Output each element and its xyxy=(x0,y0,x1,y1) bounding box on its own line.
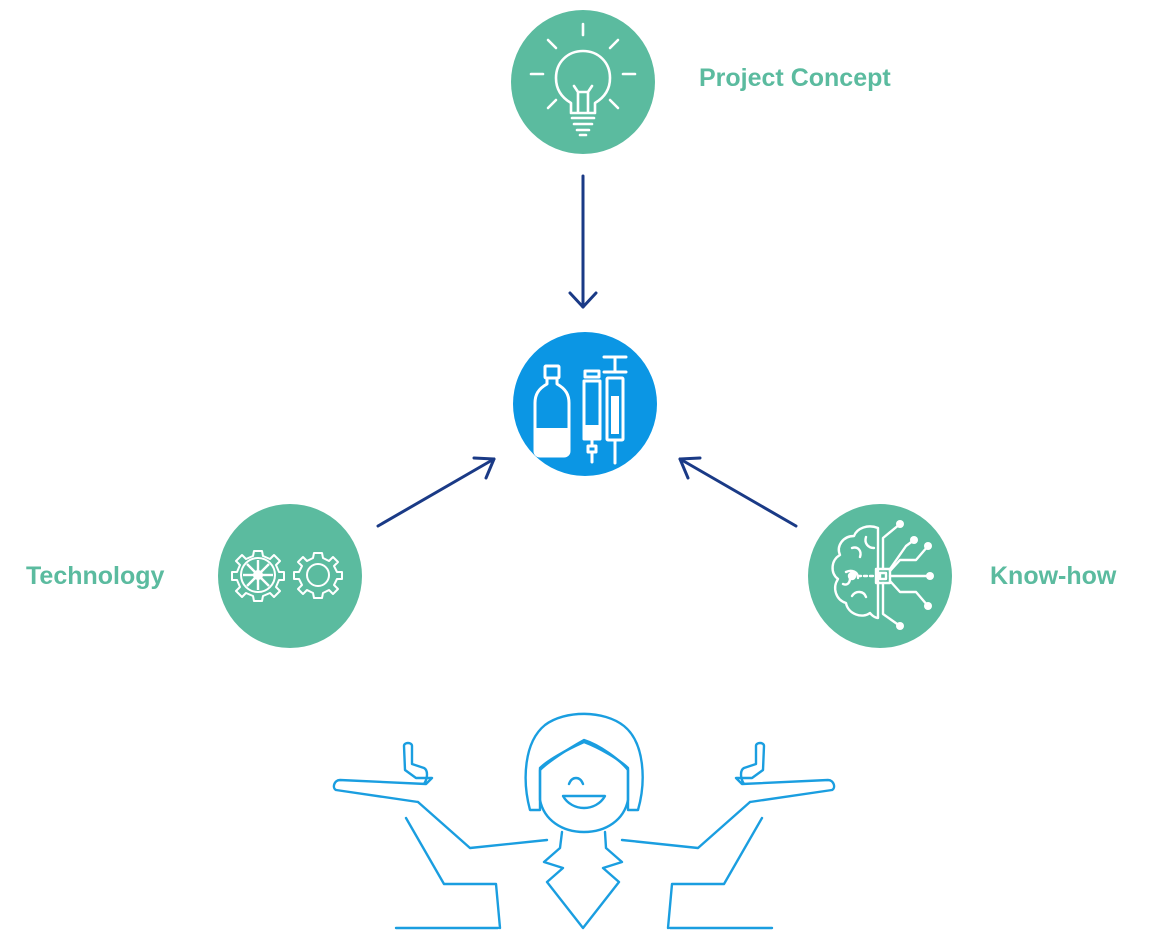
concept-circle xyxy=(511,10,655,154)
technology-circle xyxy=(218,504,362,648)
project-concept-label: Project Concept xyxy=(699,64,891,92)
brain-circuit-icon xyxy=(831,520,934,630)
arrow-technology-to-product xyxy=(376,456,496,528)
product-node xyxy=(513,332,657,476)
technology-node xyxy=(218,504,362,648)
technology-label: Technology xyxy=(26,562,165,590)
concept-node xyxy=(511,10,655,154)
knowhow-node xyxy=(808,504,952,648)
lightbulb-icon xyxy=(529,22,637,137)
vial-and-syringe-icon xyxy=(533,355,628,465)
know-how-label: Know-how xyxy=(990,562,1117,590)
arrow-concept-to-product xyxy=(568,174,598,309)
arrow-knowhow-to-product xyxy=(678,456,798,528)
gears-icon xyxy=(231,550,343,602)
person-presenting-icon xyxy=(332,712,836,930)
